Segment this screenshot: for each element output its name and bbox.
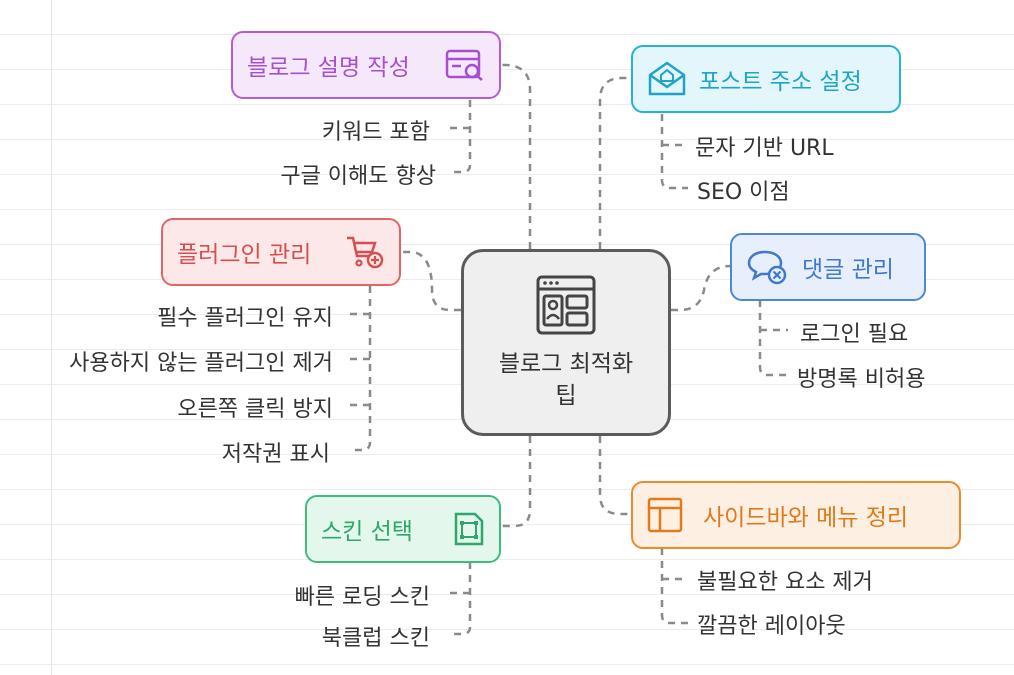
- branch-plugins-item-3: 오른쪽 클릭 방지: [177, 397, 333, 422]
- branch-comments-item-2: 방명록 비허용: [797, 367, 926, 392]
- branch-url-title: 포스트 주소 설정: [699, 69, 862, 95]
- branch-plugins-title: 플러그인 관리: [177, 242, 312, 268]
- frame-doc-icon: [453, 511, 485, 547]
- branch-comments-node[interactable]: 댓글 관리: [730, 233, 926, 301]
- branch-plugins-item-1: 필수 플러그인 유지: [157, 306, 333, 331]
- center-topic-node[interactable]: 블로그 최적화 팁: [461, 249, 671, 436]
- layout-icon: [536, 275, 596, 334]
- branch-url-item-1: 문자 기반 URL: [695, 136, 834, 161]
- branch-description-item-2: 구글 이해도 향상: [280, 164, 436, 189]
- cart-plus-icon: [345, 234, 385, 270]
- branch-plugins-item-4: 저작권 표시: [221, 442, 330, 467]
- branch-description-title: 블로그 설명 작성: [247, 55, 410, 81]
- mail-home-icon: [647, 61, 687, 97]
- branch-skin-item-1: 빠른 로딩 스킨: [294, 585, 430, 610]
- branch-comments-title: 댓글 관리: [802, 257, 894, 283]
- search-card-icon: [445, 49, 485, 81]
- branch-plugins-item-2: 사용하지 않는 플러그인 제거: [69, 351, 333, 376]
- branch-skin-item-2: 북클럽 스킨: [321, 626, 430, 651]
- chat-x-icon: [746, 249, 788, 285]
- branch-sidebar-node[interactable]: 사이드바와 메뉴 정리: [631, 481, 961, 549]
- branch-skin-title: 스킨 선택: [321, 519, 413, 545]
- sidebar-layout-icon: [647, 497, 683, 533]
- branch-comments-item-1: 로그인 필요: [800, 322, 909, 347]
- branch-plugins-node[interactable]: 플러그인 관리: [161, 218, 401, 286]
- branch-url-node[interactable]: 포스트 주소 설정: [631, 45, 901, 113]
- branch-sidebar-title: 사이드바와 메뉴 정리: [703, 505, 909, 531]
- branch-sidebar-item-1: 불필요한 요소 제거: [697, 570, 873, 595]
- branch-description-item-1: 키워드 포함: [321, 120, 430, 145]
- branch-description-node[interactable]: 블로그 설명 작성: [231, 31, 501, 99]
- center-topic-title: 블로그 최적화 팁: [498, 350, 634, 409]
- canvas-gridline: [51, 0, 52, 675]
- branch-url-item-2: SEO 이점: [697, 180, 790, 205]
- branch-sidebar-item-2: 깔끔한 레이아웃: [697, 614, 846, 639]
- branch-skin-node[interactable]: 스킨 선택: [305, 495, 501, 563]
